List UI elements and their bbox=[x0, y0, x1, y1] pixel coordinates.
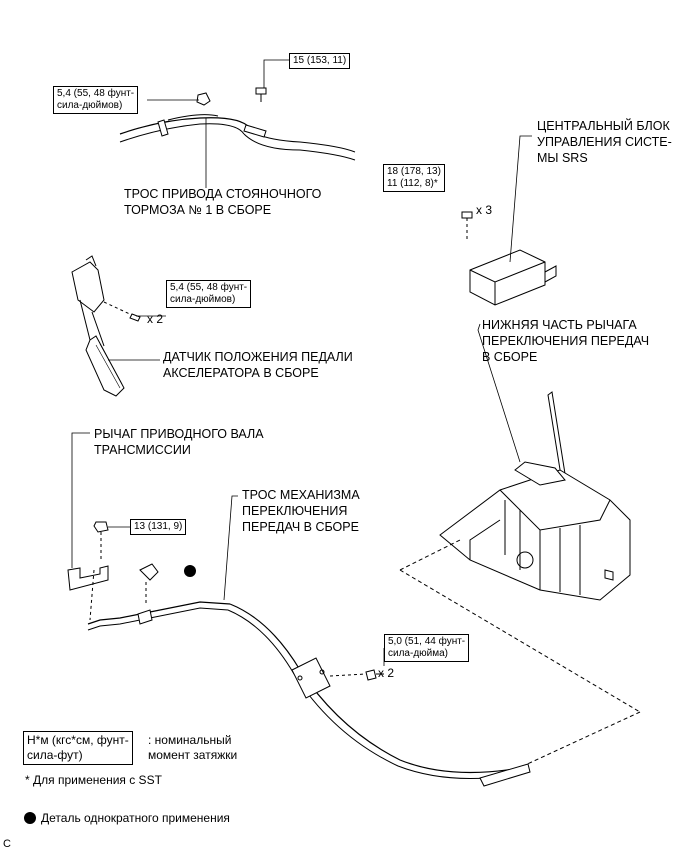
srs-bolt-count: x 3 bbox=[476, 203, 493, 217]
shift-cable-label: ТРОС МЕХАНИЗМА ПЕРЕКЛЮЧЕНИЯ ПЕРЕДАЧ В СБ… bbox=[242, 488, 360, 534]
srs-unit-label: ЦЕНТРАЛЬНЫЙ БЛОК УПРАВЛЕНИЯ СИСТЕ- МЫ SR… bbox=[537, 119, 672, 165]
parking-brake-cable-drawing bbox=[119, 87, 356, 188]
torque-trans-lever: 13 (131, 9) bbox=[130, 519, 187, 535]
accelerator-pedal-drawing bbox=[71, 255, 166, 397]
torque-srs: 18 (178, 13) 11 (112, 8)* bbox=[383, 164, 445, 192]
torque-parking-right: 15 (153, 11) bbox=[289, 53, 351, 69]
accel-bolt-count: x 2 bbox=[147, 312, 164, 326]
torque-parking-left: 5,4 (55, 48 фунт- сила-дюймов) bbox=[53, 86, 139, 114]
accel-sensor-label: ДАТЧИК ПОЛОЖЕНИЯ ПЕДАЛИ АКСЕЛЕРАТОРА В С… bbox=[163, 350, 353, 380]
legend-torque-desc: : номинальный момент затяжки bbox=[148, 733, 238, 762]
corner-mark: C bbox=[3, 838, 11, 850]
single-use-dot bbox=[184, 565, 196, 577]
transmission-lever-label: РЫЧАГ ПРИВОДНОГО ВАЛА ТРАНСМИССИИ bbox=[94, 427, 264, 457]
parking-brake-cable-label: ТРОС ПРИВОДА СТОЯНОЧНОГО ТОРМОЗА № 1 В С… bbox=[124, 187, 322, 217]
legend-torque-box: Н*м (кгс*см, фунт- сила-фут) bbox=[23, 731, 133, 765]
shift-lever-drawing bbox=[439, 323, 631, 601]
torque-accel: 5,4 (55, 48 фунт- сила-дюймов) bbox=[166, 280, 252, 308]
shift-lever-label: НИЖНЯЯ ЧАСТЬ РЫЧАГА ПЕРЕКЛЮЧЕНИЯ ПЕРЕДАЧ… bbox=[482, 318, 650, 364]
legend-sst-note: * Для применения с SST bbox=[25, 773, 162, 787]
cable-bolt-count: x 2 bbox=[378, 666, 395, 680]
legend-single-use-label: Деталь однократного применения bbox=[41, 811, 230, 825]
shift-cable-drawing bbox=[87, 495, 531, 787]
srs-unit-drawing bbox=[461, 135, 557, 306]
legend-single-use-dot bbox=[24, 812, 36, 824]
transmission-lever-drawing bbox=[67, 432, 130, 621]
torque-cable-bracket: 5,0 (51, 44 фунт- сила-дюйма) bbox=[384, 634, 470, 662]
